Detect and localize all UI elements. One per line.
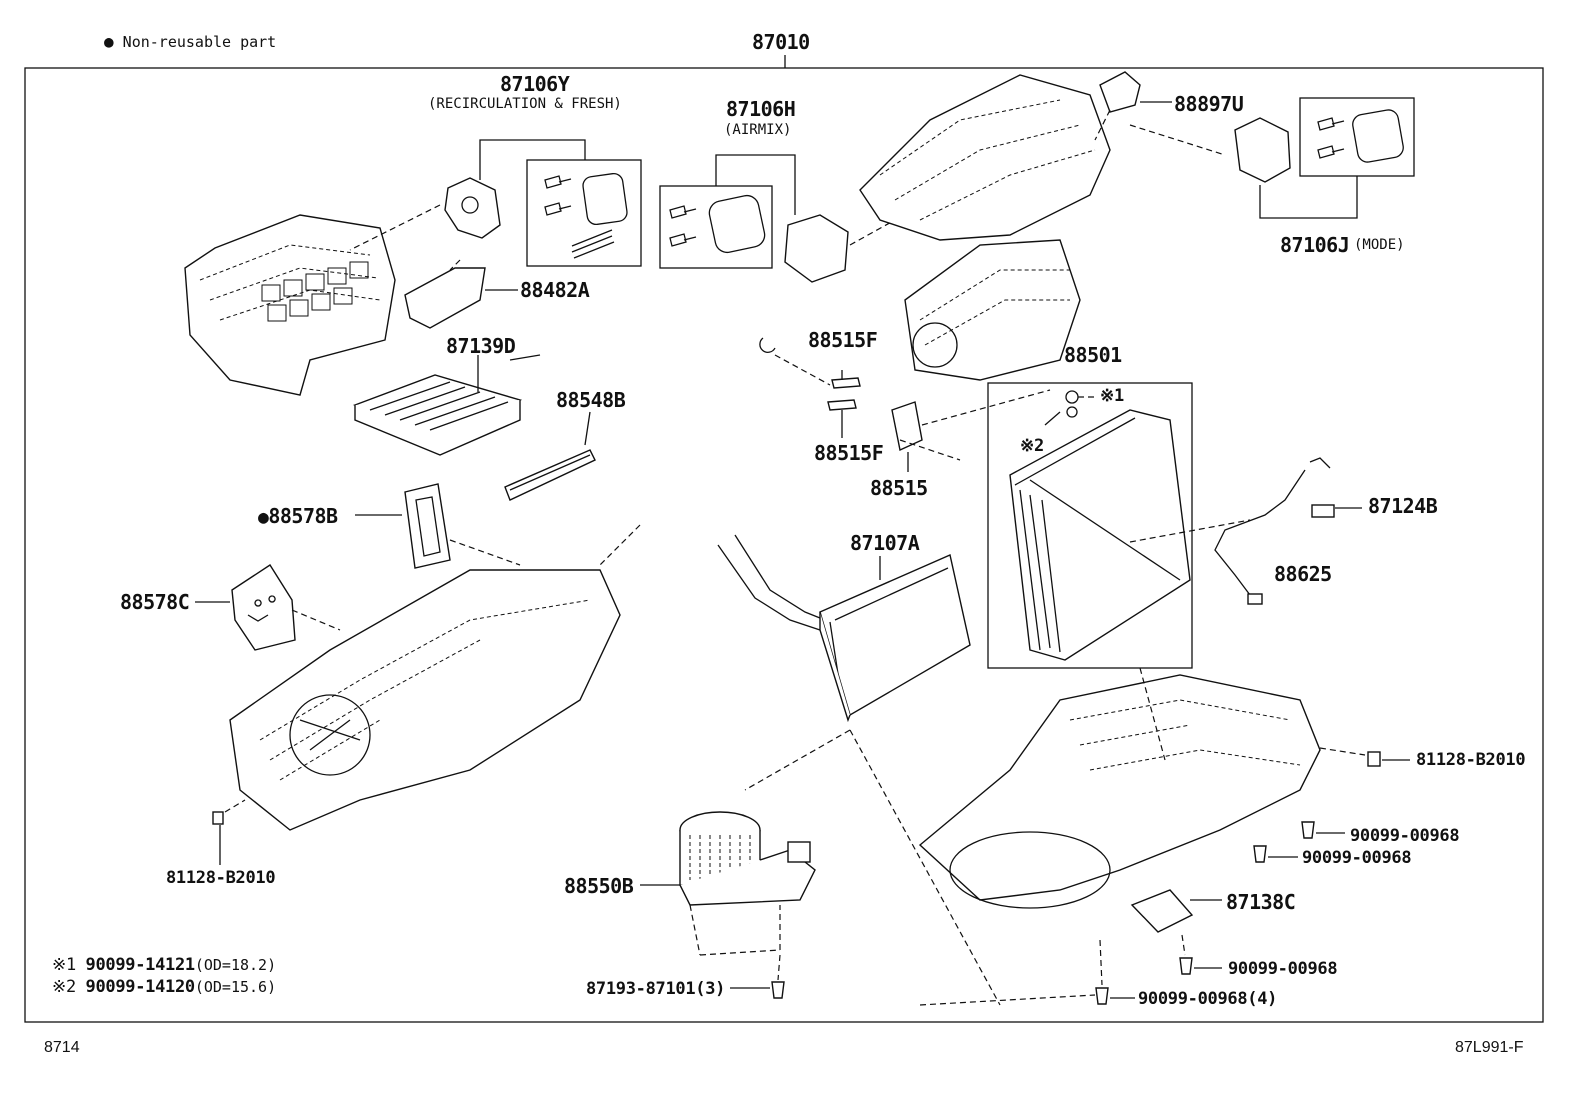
seal-88578C: [231, 564, 296, 651]
evaporator-box: [987, 382, 1193, 669]
callout-87107A[interactable]: 87107A: [850, 531, 920, 555]
callout-87106H-desc: (AIRMIX): [724, 122, 792, 138]
filter-cover: [504, 449, 596, 501]
callout-88548B[interactable]: 88548B: [556, 388, 626, 412]
legend-marker: ●: [104, 32, 114, 51]
thermistor-wire: [1214, 457, 1335, 605]
recirc-bracket: [479, 139, 586, 180]
footer-drawing-code: 87L991-F: [1455, 1039, 1524, 1056]
callout-90099-00968-c[interactable]: 90099-00968: [1228, 959, 1338, 979]
callout-87124B[interactable]: 87124B: [1368, 494, 1438, 518]
footer-figure-number: 8714: [44, 1039, 80, 1056]
recirc-kit-box: [526, 159, 642, 267]
callout-88515F-upper[interactable]: 88515F: [808, 328, 878, 352]
recirc-actuator: [444, 177, 501, 239]
callout-81128-B2010-right[interactable]: 81128-B2010: [1416, 750, 1526, 770]
legend: ● Non-reusable part: [104, 32, 276, 51]
callout-88515F-lower[interactable]: 88515F: [814, 441, 884, 465]
callout-88515[interactable]: 88515: [870, 476, 928, 500]
blower-scroll-upper: [904, 239, 1081, 381]
blower-motor: [679, 811, 816, 906]
screw-c: [1179, 957, 1193, 975]
heater-core: [717, 534, 971, 723]
callout-81128-B2010-left[interactable]: 81128-B2010: [166, 868, 276, 888]
callout-87139D[interactable]: 87139D: [446, 334, 516, 358]
callout-88501[interactable]: 88501: [1064, 343, 1122, 367]
mode-kit-box: [1299, 97, 1415, 177]
intake-case-housing: [184, 214, 396, 396]
o-rings: [1044, 390, 1098, 426]
airmix-bracket: [715, 154, 796, 215]
callout-88625[interactable]: 88625: [1274, 562, 1332, 586]
airmix-kit-parts: [669, 194, 766, 254]
callout-88578C[interactable]: 88578C: [120, 590, 190, 614]
resistor-87138C: [1130, 889, 1194, 933]
airmix-actuator: [784, 214, 849, 283]
upper-air-case: [859, 74, 1111, 241]
screw-b: [1253, 845, 1267, 863]
non-reusable-marker: ●: [258, 507, 269, 528]
callout-90099-00968-b[interactable]: 90099-00968: [1302, 848, 1412, 868]
callout-87106H[interactable]: 87106H: [726, 97, 796, 121]
callout-88578B-num: 88578B: [268, 504, 338, 528]
callout-87106J[interactable]: 87106J: [1280, 233, 1350, 257]
callout-90099-00968-a[interactable]: 90099-00968: [1350, 826, 1460, 846]
clip-left: [212, 811, 224, 825]
note-1: ※1 90099-14121(OD=18.2): [52, 955, 276, 975]
mode-actuator-small: [1099, 71, 1141, 113]
legend-text: Non-reusable part: [122, 33, 277, 51]
callout-87106Y[interactable]: 87106Y: [500, 72, 570, 96]
callout-88482A[interactable]: 88482A: [520, 278, 590, 302]
note-2: ※2 90099-14120(OD=15.6): [52, 977, 276, 997]
callout-87138C[interactable]: 87138C: [1226, 890, 1296, 914]
ref-mark-2: ※2: [1020, 436, 1044, 456]
callout-90099-00968-4[interactable]: 90099-00968(4): [1138, 989, 1278, 1009]
note-1-num: 90099-14121: [85, 955, 196, 975]
recirc-kit-parts: [544, 172, 628, 259]
note-2-spec: (OD=15.6): [194, 978, 277, 996]
callout-88550B[interactable]: 88550B: [564, 874, 634, 898]
note-2-mark: ※2: [52, 977, 76, 997]
mode-kit-parts: [1317, 109, 1404, 163]
screw-a: [1301, 821, 1315, 839]
mode-actuator: [1234, 117, 1291, 183]
expansion-valve-parts: [759, 337, 1051, 472]
screw-87193: [771, 981, 785, 999]
callout-88578B[interactable]: ●88578B: [258, 504, 338, 528]
part-88482A-shape: [404, 267, 486, 329]
screw-d: [1095, 987, 1109, 1005]
ref-mark-1: ※1: [1100, 386, 1124, 406]
cabin-filter: [352, 374, 523, 456]
assembly-number[interactable]: 87010: [752, 30, 810, 54]
clip-right: [1367, 751, 1381, 767]
callout-87193-87101[interactable]: 87193-87101(3): [586, 979, 726, 999]
note-1-spec: (OD=18.2): [194, 956, 277, 974]
lower-left-case: [229, 569, 621, 831]
note-1-mark: ※1: [52, 955, 76, 975]
mode-bracket: [1259, 176, 1358, 219]
diagram-frame: [24, 67, 1544, 1023]
callout-87106J-desc: (MODE): [1354, 237, 1405, 253]
callout-88897U[interactable]: 88897U: [1174, 92, 1244, 116]
note-2-num: 90099-14120: [85, 977, 196, 997]
lower-right-case: [918, 674, 1321, 909]
seal-88578B: [404, 483, 451, 569]
evaporator: [1009, 409, 1191, 661]
callout-87106Y-desc: (RECIRCULATION & FRESH): [428, 96, 622, 112]
